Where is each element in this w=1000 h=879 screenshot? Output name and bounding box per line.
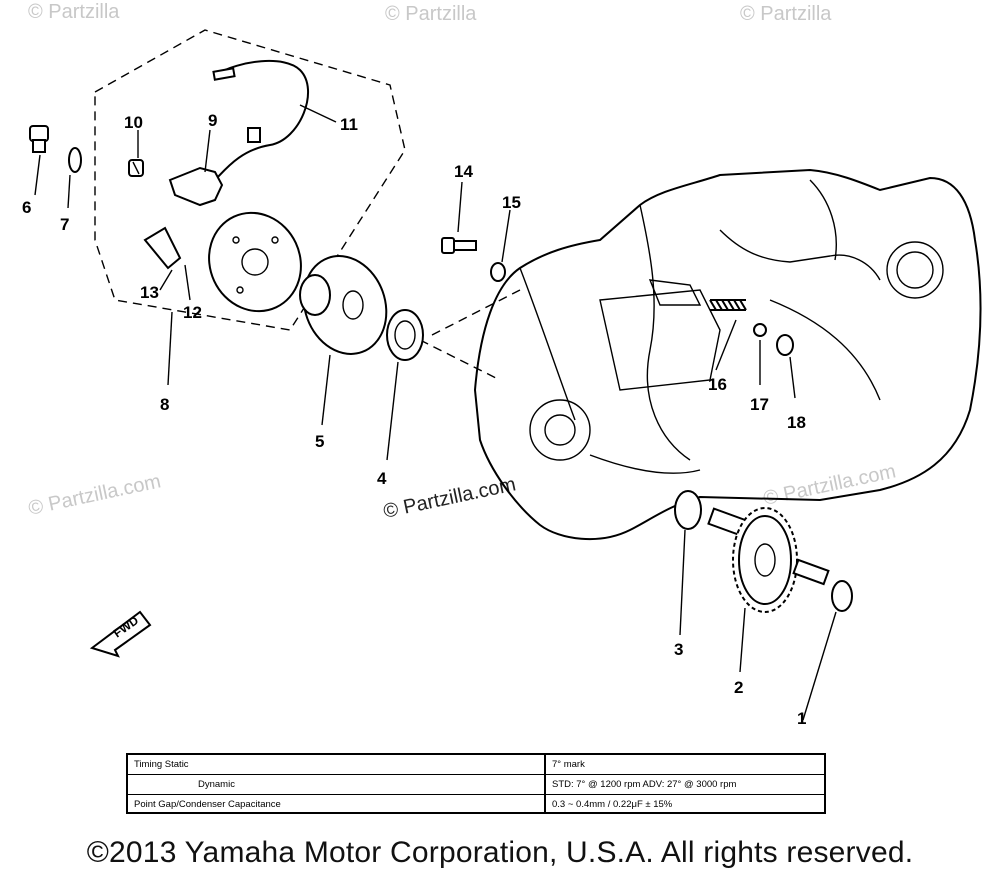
callout-18: 18 [787,413,806,432]
callout-2: 2 [734,678,743,697]
callout-8: 8 [160,395,169,414]
callout-16: 16 [708,375,727,394]
ball-part-17 [753,323,767,337]
fwd-arrow: FWD [89,610,152,658]
spec-label: Timing Static [128,755,546,775]
assembly-outline [94,29,406,331]
callout-13: 13 [140,283,159,302]
nut-part-18 [776,334,794,356]
callout-1: 1 [797,709,806,728]
contact-breaker [168,166,224,207]
callout-4: 4 [377,469,387,488]
condenser [143,226,182,270]
washer-part-7 [68,147,82,173]
bolt-part-6 [29,125,49,153]
washer-part-1 [831,580,853,612]
base-plate [208,211,302,313]
callout-12: 12 [183,303,202,322]
callout-14: 14 [454,162,473,181]
callout-17: 17 [750,395,769,414]
lead-wire-connector [212,67,236,81]
guide-line-b [419,339,501,381]
spec-row: Point Gap/Condenser Capacitance 0.3 ~ 0.… [128,794,824,814]
guide-line-a [431,289,521,336]
spec-label: Dynamic [128,774,546,795]
callout-3: 3 [674,640,683,659]
callout-9: 9 [208,111,217,130]
bolt-part-14 [441,237,477,254]
spec-value: STD: 7° @ 1200 rpm ADV: 27° @ 3000 rpm [545,774,824,795]
spec-value: 0.3 ~ 0.4mm / 0.22μF ± 15% [552,799,673,810]
spec-label: Point Gap/Condenser Capacitance [128,794,546,814]
washer-part-3 [674,490,702,530]
gear-part-2 [707,507,830,613]
crankcase [473,168,982,541]
watermark-mid-center: © Partzilla.com [381,473,517,523]
spec-value: 7° mark [545,755,824,775]
advancer-part-5 [299,255,388,355]
lead-wire [214,59,310,181]
spring-part-16 [709,299,747,311]
lead-wire-clamp [247,127,261,143]
watermark-top-center: © Partzilla [385,3,477,25]
watermark-mid-left: © Partzilla.com [26,470,162,520]
leader-lines [34,104,837,721]
watermark-mid-right: © Partzilla.com [761,460,897,510]
callout-15: 15 [502,193,521,212]
callout-5: 5 [315,432,324,451]
screw-part-10 [128,159,144,177]
spec-row: Timing Static 7° mark [128,755,824,775]
watermark-top-left: © Partzilla [28,1,120,23]
oil-seal-part-4 [386,309,424,361]
washer-part-15 [490,262,506,282]
callout-11: 11 [340,115,358,134]
callout-7: 7 [60,215,69,234]
spec-table: Timing Static 7° mark Dynamic STD: 7° @ … [126,753,826,814]
watermark-top-right: © Partzilla [740,3,832,25]
callout-6: 6 [22,198,31,217]
spec-row: Dynamic STD: 7° @ 1200 rpm ADV: 27° @ 30… [128,774,824,795]
callout-10: 10 [124,113,143,132]
copyright-notice: ©2013 Yamaha Motor Corporation, U.S.A. A… [86,836,914,869]
